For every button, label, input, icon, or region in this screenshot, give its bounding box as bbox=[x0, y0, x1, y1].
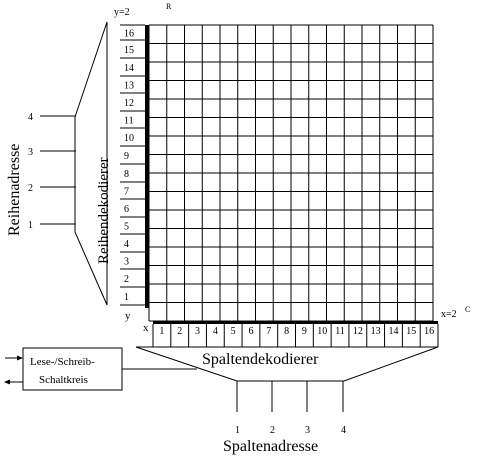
output-arrow-icon bbox=[4, 379, 10, 385]
row-number: 1 bbox=[124, 292, 129, 303]
row-address-number: 3 bbox=[28, 147, 33, 158]
row-decoder-trapezoid bbox=[74, 21, 108, 306]
row-decoder-label: Reihendekodierer bbox=[96, 157, 112, 264]
column-number: 7 bbox=[266, 326, 271, 337]
row-address-number: 4 bbox=[28, 112, 33, 123]
y-exponent-label: R bbox=[166, 2, 172, 11]
column-number: 2 bbox=[177, 326, 182, 337]
memory-cell-grid bbox=[148, 24, 434, 322]
column-number: 13 bbox=[371, 326, 381, 337]
row-number: 15 bbox=[124, 45, 134, 56]
column-decoder-trapezoid bbox=[135, 346, 439, 382]
row-number: 5 bbox=[124, 222, 129, 233]
row-decoder-bar bbox=[145, 25, 149, 308]
row-number: 16 bbox=[124, 29, 134, 40]
row-number: 10 bbox=[124, 133, 134, 144]
row-number-boxes bbox=[120, 24, 145, 306]
column-decoder-bar bbox=[153, 321, 438, 324]
row-address-number: 2 bbox=[28, 183, 33, 194]
column-number: 1 bbox=[159, 326, 164, 337]
input-arrow-icon bbox=[17, 355, 23, 361]
column-address-number: 3 bbox=[305, 425, 310, 436]
column-number: 5 bbox=[231, 326, 236, 337]
row-address-lines: 1 2 3 4 bbox=[28, 112, 76, 231]
row-address-number: 1 bbox=[28, 220, 33, 231]
x-axis-label: x bbox=[143, 322, 149, 334]
row-number: 13 bbox=[124, 81, 134, 92]
y-top-label: y=2 bbox=[114, 7, 130, 18]
column-number: 4 bbox=[213, 326, 218, 337]
x-exponent-label: C bbox=[465, 305, 470, 314]
row-number: 9 bbox=[124, 151, 129, 162]
column-address-number: 2 bbox=[270, 425, 275, 436]
column-number: 3 bbox=[195, 326, 200, 337]
row-number: 12 bbox=[124, 98, 134, 109]
row-number: 8 bbox=[124, 169, 129, 180]
row-address-label: Reihenadresse bbox=[6, 144, 23, 236]
column-number: 16 bbox=[424, 326, 434, 337]
row-number: 11 bbox=[124, 116, 134, 127]
column-number: 9 bbox=[302, 326, 307, 337]
row-number: 6 bbox=[124, 204, 129, 215]
column-number: 8 bbox=[284, 326, 289, 337]
x-right-label: x=2 bbox=[441, 309, 457, 320]
row-number: 4 bbox=[124, 239, 129, 250]
column-number: 10 bbox=[317, 326, 327, 337]
column-number: 11 bbox=[335, 326, 345, 337]
read-write-label-line2: Schaltkreis bbox=[39, 374, 88, 386]
column-address-label: Spaltenadresse bbox=[223, 438, 318, 455]
column-address-lines: 1 2 3 4 bbox=[235, 381, 346, 436]
row-number: 7 bbox=[124, 187, 129, 198]
column-address-number: 4 bbox=[341, 425, 346, 436]
column-number: 12 bbox=[353, 326, 363, 337]
row-number: 2 bbox=[124, 274, 129, 285]
read-write-label-line1: Lese-/Schreib- bbox=[30, 356, 95, 368]
row-number: 3 bbox=[124, 257, 129, 268]
column-decoder-label: Spaltendekodierer bbox=[202, 351, 319, 368]
column-number: 14 bbox=[388, 326, 398, 337]
column-number: 6 bbox=[248, 326, 253, 337]
column-number: 15 bbox=[406, 326, 416, 337]
y-axis-label: y bbox=[125, 310, 131, 322]
column-address-number: 1 bbox=[235, 425, 240, 436]
row-number: 14 bbox=[124, 63, 134, 74]
column-number-boxes bbox=[152, 324, 439, 347]
